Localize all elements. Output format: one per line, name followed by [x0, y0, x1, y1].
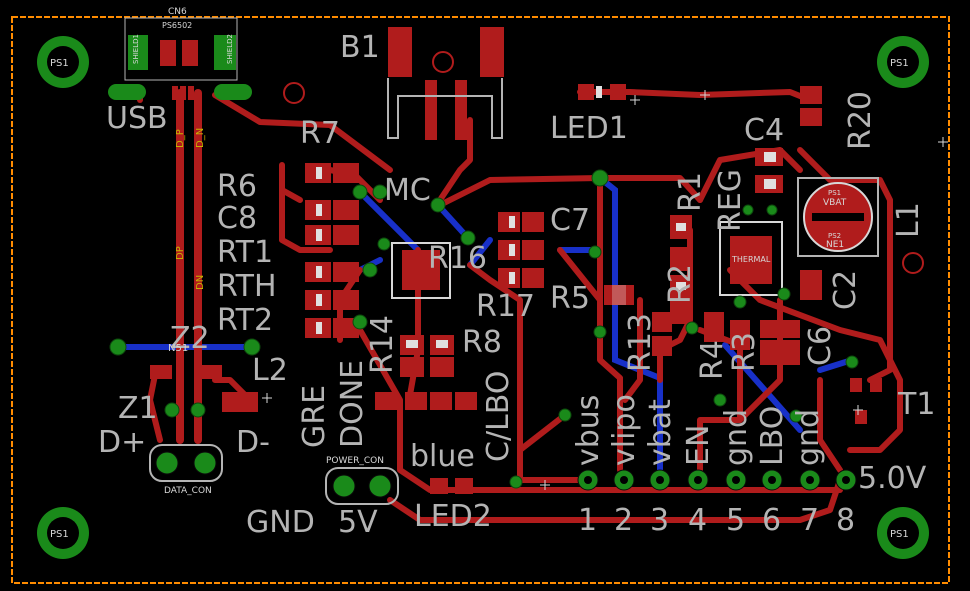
pin-number: 8: [836, 503, 855, 538]
label-usb: USB: [106, 101, 168, 136]
label-blue: blue: [410, 439, 475, 474]
label-thermal: THERMAL: [731, 255, 771, 264]
net-label-d-p: D_P: [175, 129, 186, 148]
label-vlipo: vlipo: [607, 394, 642, 466]
label-gnd-pin5: gnd: [719, 409, 754, 466]
label-c2: C2: [828, 270, 863, 310]
mount-hole-label: PS1: [890, 529, 909, 540]
net-label-dn: DN: [195, 275, 206, 290]
label-lbo: LBO: [755, 406, 790, 466]
mount-hole-br: [877, 507, 929, 559]
label-z2: Z2: [170, 321, 210, 356]
power-con-outline: [325, 467, 399, 505]
label-r5: R5: [550, 281, 590, 316]
mount-hole-label: PS1: [890, 58, 909, 69]
label-c4: C4: [744, 113, 784, 148]
label-shield2: SHIELD2: [226, 34, 234, 64]
label-l1: L1: [891, 202, 926, 238]
label-data-con: DATA_CON: [164, 486, 212, 496]
label-vbus: vbus: [571, 395, 606, 466]
label-vbat-pad: VBAT: [823, 198, 847, 208]
label-power-con: POWER_CON: [326, 456, 384, 466]
label-r20: R20: [843, 91, 878, 150]
mount-hole-bl: [37, 507, 89, 559]
usb-outline: [124, 17, 238, 81]
header-pins: [155, 451, 857, 498]
pad-silk-marks: [316, 86, 776, 348]
label-shield1: SHIELD1: [132, 34, 140, 64]
label-c6: C6: [803, 326, 838, 366]
net-label-d-n: D_N: [195, 128, 206, 148]
header-pin-holes: [584, 476, 850, 484]
label-ps1-pad: PS1: [828, 189, 841, 197]
pin-number: 6: [762, 503, 781, 538]
mount-hole-tr: [877, 36, 929, 88]
pin-number: 3: [650, 503, 669, 538]
label-dplus: D+: [98, 425, 146, 460]
label-b1: B1: [340, 30, 380, 65]
fiducial-marks: [283, 51, 924, 274]
label-n51: N51: [168, 343, 188, 354]
label-mc: MC: [384, 173, 431, 208]
label-led2: LED2: [414, 499, 492, 534]
pin-number: 5: [726, 503, 745, 538]
label-rth: RTH: [217, 269, 277, 304]
mount-hole-label: PS1: [50, 529, 69, 540]
label-en: EN: [681, 425, 716, 466]
label-r17: R17: [476, 289, 535, 324]
pin-number: 4: [688, 503, 707, 538]
vbat-capacitor: [803, 182, 873, 252]
label-gnd: GND: [246, 505, 315, 540]
mc-ic: [391, 242, 451, 299]
label-r6: R6: [217, 169, 257, 204]
label-gre: GRE: [297, 385, 332, 448]
label-dminus: D-: [236, 425, 270, 460]
label-r4: R4: [695, 340, 730, 380]
label-ne1-pad: NE1: [826, 240, 844, 250]
origin-crosshairs: [262, 90, 948, 490]
label-c8: C8: [217, 201, 257, 236]
silk-labels: USB B1 LED1 R7 MC R6 C8 RT1 RTH RT2 R16 …: [98, 7, 935, 540]
label-c7: C7: [550, 203, 590, 238]
label-led1: LED1: [550, 111, 628, 146]
label-gnd-pin7: gnd: [791, 409, 826, 466]
label-r3: R3: [727, 332, 762, 372]
label-clbo: C/LBO: [481, 371, 516, 462]
mount-hole-tl: [37, 36, 89, 88]
data-con-outline: [149, 444, 223, 482]
pin-number: 2: [614, 503, 633, 538]
label-r2: R2: [663, 264, 698, 304]
label-ps2-pad: PS2: [828, 232, 841, 240]
label-done: DONE: [335, 360, 370, 448]
label-vbat: vbat: [643, 399, 678, 466]
label-ps6502: PS6502: [162, 21, 192, 30]
net-label-dp: DP: [175, 246, 186, 260]
label-rt1: RT1: [217, 235, 273, 270]
board-outline: [11, 16, 950, 584]
label-rt2: RT2: [217, 303, 273, 338]
label-reg: REG: [713, 169, 748, 232]
label-l2: L2: [252, 353, 288, 388]
label-r14: R14: [365, 315, 400, 374]
label-cn6: CN6: [168, 7, 187, 17]
label-r13: R13: [623, 313, 658, 372]
vias: [109, 169, 859, 489]
label-5-0v: 5.0V: [858, 461, 927, 496]
pin-number: 1: [578, 503, 597, 538]
b1-outline: [387, 78, 503, 139]
mount-hole-label: PS1: [50, 58, 69, 69]
label-r16: R16: [428, 241, 487, 276]
label-t1: T1: [897, 387, 935, 422]
label-z1: Z1: [118, 391, 158, 426]
pin-number: 7: [800, 503, 819, 538]
reg-ic: [719, 221, 783, 296]
label-r7: R7: [300, 116, 340, 151]
label-r8: R8: [462, 325, 502, 360]
label-5v: 5V: [338, 505, 378, 540]
label-r1: R1: [673, 172, 708, 212]
